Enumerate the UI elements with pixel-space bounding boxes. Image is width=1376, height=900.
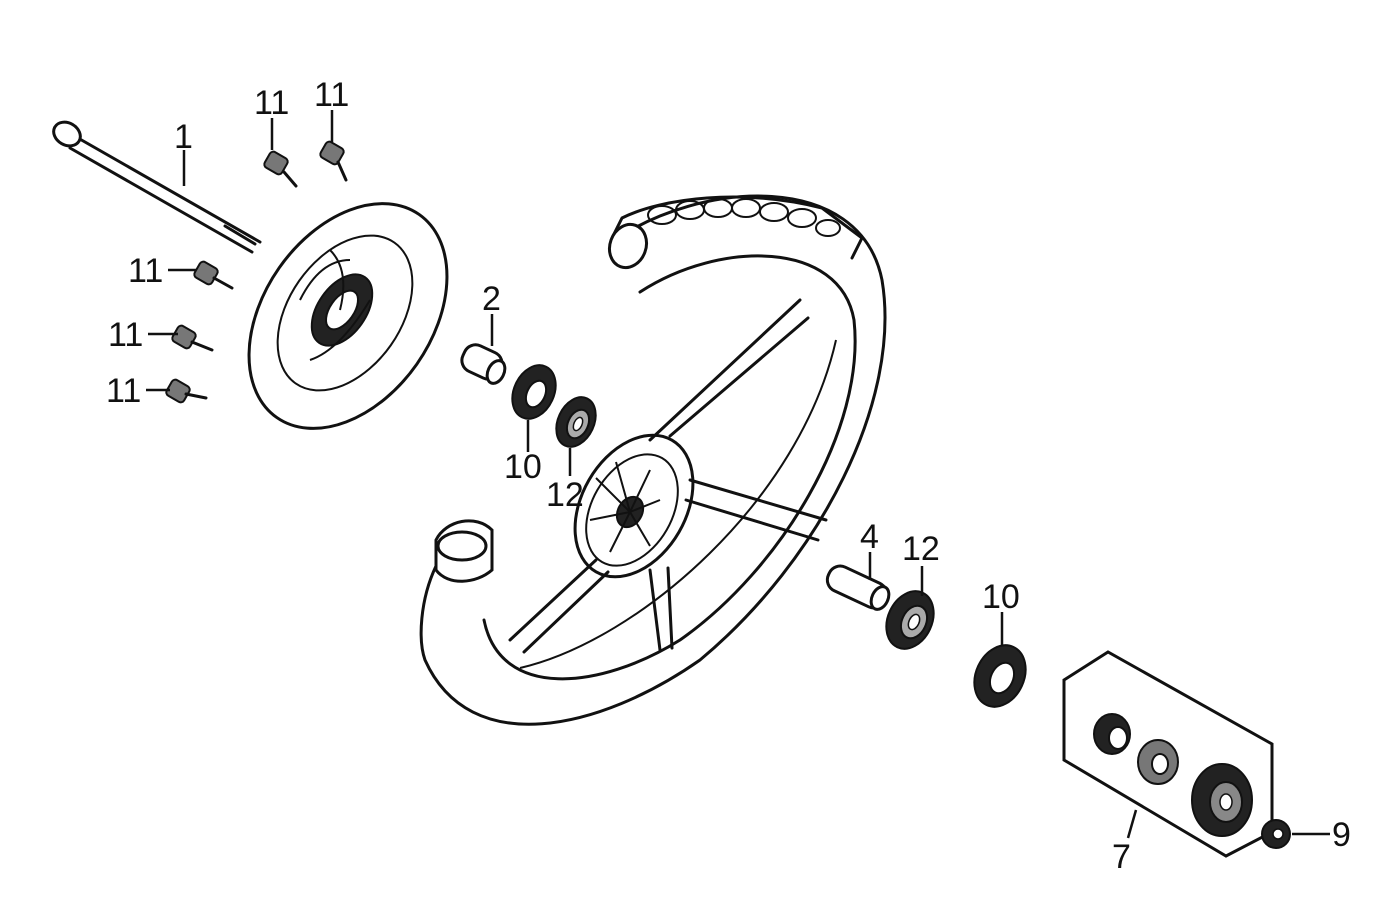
gear-part — [1137, 739, 1179, 785]
bearing — [555, 396, 597, 448]
callout-labels: 1 11 11 11 11 11 2 10 12 4 12 10 7 9 — [106, 76, 1351, 876]
oil-seal — [973, 644, 1027, 708]
distance-collar — [825, 564, 891, 611]
callout-12: 12 — [546, 476, 584, 514]
callout-11: 11 — [128, 252, 163, 290]
gear-part — [1191, 763, 1253, 837]
leader-lines — [146, 110, 1330, 839]
callout-11: 11 — [254, 84, 289, 122]
disc-bolt — [171, 324, 214, 352]
callout-11: 11 — [314, 76, 349, 114]
axle — [52, 120, 262, 254]
axle-nut — [1261, 819, 1291, 849]
speedometer-gear-assembly — [1062, 650, 1274, 858]
callout-9: 9 — [1332, 816, 1351, 854]
disc-bolt — [263, 150, 298, 188]
callout-7: 7 — [1112, 838, 1131, 876]
callout-10: 10 — [982, 578, 1020, 616]
tire-tread — [647, 198, 841, 237]
disc-bolt — [193, 260, 234, 290]
callout-2: 2 — [482, 280, 501, 318]
brake-disc — [247, 202, 449, 430]
callout-11: 11 — [106, 372, 141, 410]
wheel-spokes — [508, 298, 828, 654]
wheel-rim-and-tire — [419, 194, 887, 726]
callout-10: 10 — [504, 448, 542, 486]
gear-part — [1093, 713, 1131, 755]
callout-1: 1 — [174, 118, 193, 156]
spacer-collar — [460, 343, 507, 385]
disc-bolt — [319, 140, 348, 182]
callout-12: 12 — [902, 530, 940, 568]
callout-11: 11 — [108, 316, 143, 354]
callout-4: 4 — [860, 518, 879, 556]
wheel-hub — [573, 433, 695, 579]
disc-bolt — [165, 378, 208, 404]
oil-seal — [511, 364, 557, 420]
